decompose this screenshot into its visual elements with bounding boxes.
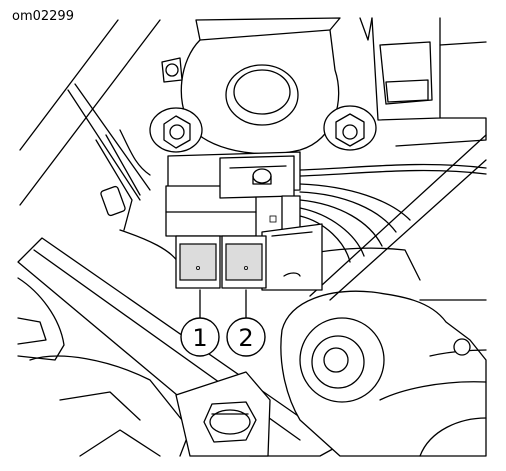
right-frame xyxy=(309,17,487,301)
frame-rails xyxy=(19,19,161,206)
callout-2: 2 xyxy=(226,289,266,357)
connector-2 xyxy=(221,235,267,289)
left-hoses xyxy=(95,129,179,263)
bottom-bolt xyxy=(175,371,271,457)
callout-2-number: 2 xyxy=(238,324,253,352)
connector-module xyxy=(165,151,323,291)
wiring-harness xyxy=(299,163,487,263)
small-bracket-top xyxy=(161,57,183,83)
callout-1-number: 1 xyxy=(192,324,207,352)
mount-bolt-left xyxy=(149,107,203,153)
callout-1: 1 xyxy=(180,289,220,357)
mount-bolt-right xyxy=(323,105,377,151)
figure-code: om02299 xyxy=(12,9,74,24)
upper-housing xyxy=(180,17,341,155)
connector-1 xyxy=(175,235,221,289)
lower-left-bracket xyxy=(17,277,191,457)
right-casting xyxy=(249,247,487,457)
